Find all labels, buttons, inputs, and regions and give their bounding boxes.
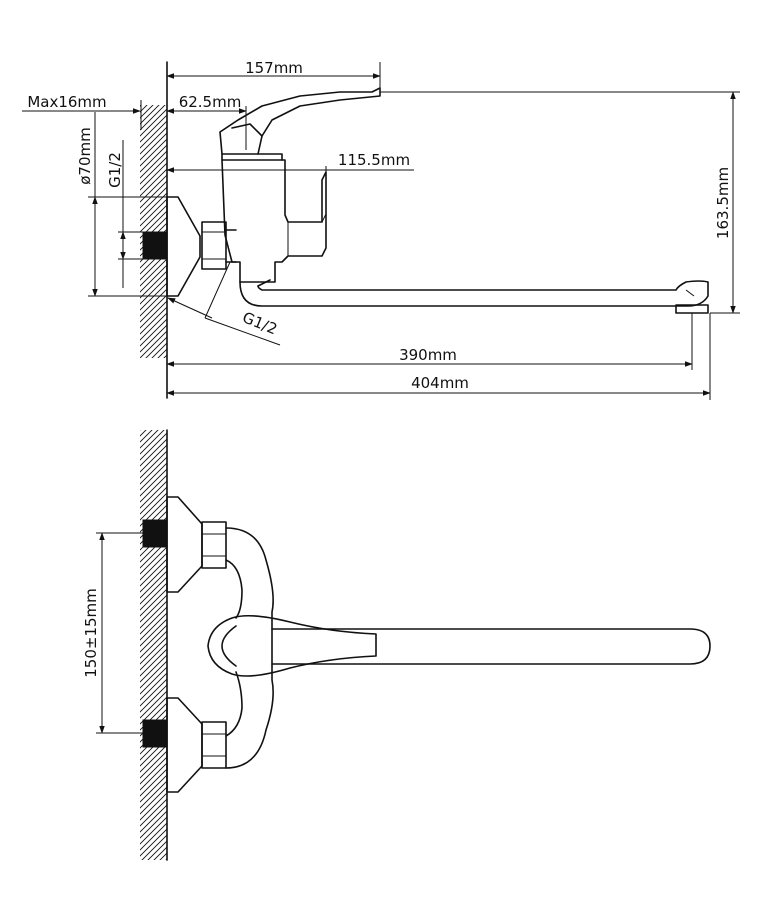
front-hex-nut-bottom (201, 721, 227, 769)
front-dimension: 150±15mm (82, 532, 150, 734)
front-mixer-body (225, 527, 274, 769)
front-spout (271, 628, 711, 665)
dim-inlet-spacing: 150±15mm (82, 588, 100, 678)
dim-flange-diameter: ø70mm (76, 127, 94, 185)
dim-spout-height: 163.5mm (714, 167, 732, 239)
front-lever-handle (207, 614, 377, 677)
front-hex-nut-top (201, 521, 227, 569)
dim-body-depth: 115.5mm (338, 151, 410, 169)
front-wall-hatch (140, 430, 167, 860)
dim-overall-height: 157mm (245, 59, 303, 77)
side-hex-nut (201, 221, 227, 270)
dim-inlet-thread-diagonal: G1/2 (240, 308, 280, 338)
dim-spout-reach: 390mm (399, 346, 457, 364)
dim-max-wall-gap: Max16mm (27, 93, 106, 111)
side-lever-handle (219, 87, 381, 155)
dimension-lines: 157mm 62.5mm Max16mm ø70mm G1/2 115.5mm … (22, 59, 740, 400)
side-inlet-pipe (142, 231, 168, 260)
dim-inlet-thread-vertical: G1/2 (106, 152, 124, 188)
front-flange-bottom (166, 697, 203, 793)
front-inlet-pipe-bottom (142, 719, 168, 748)
side-spout (239, 280, 709, 307)
dim-total-length: 404mm (411, 374, 469, 392)
front-view (140, 429, 711, 861)
side-flange (166, 196, 201, 297)
dim-handle-offset: 62.5mm (179, 93, 242, 111)
side-mixer-body (221, 159, 327, 283)
front-flange-top (166, 496, 203, 593)
side-view (140, 61, 709, 399)
